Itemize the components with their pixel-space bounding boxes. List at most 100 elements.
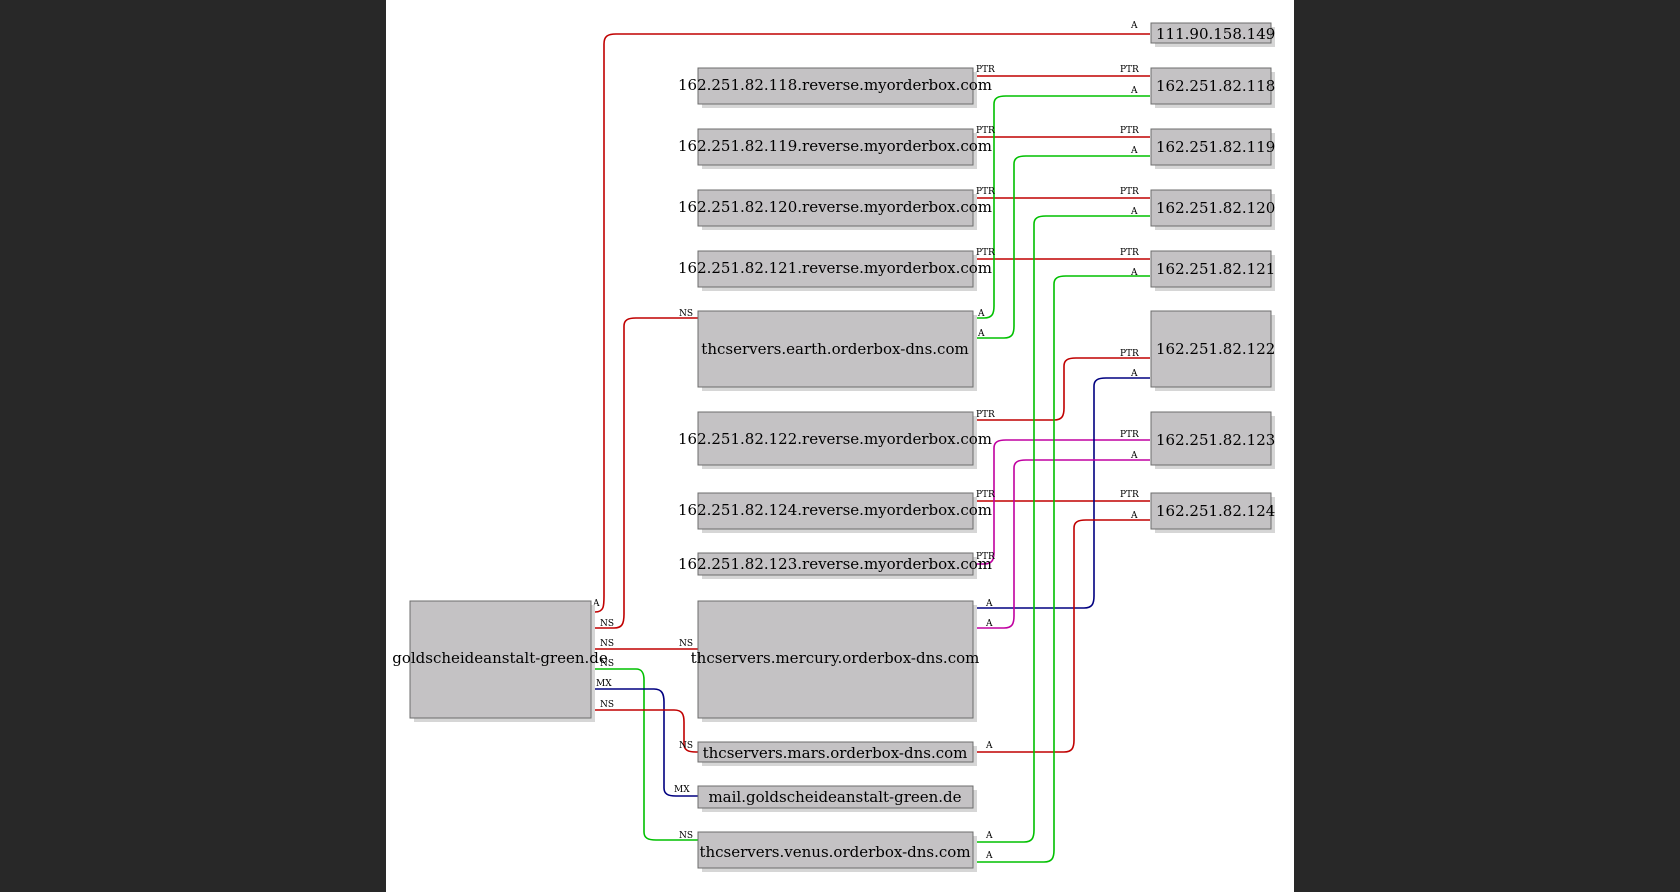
node-ip-123[interactable]: 162.251.82.123 <box>1150 411 1275 469</box>
label-a: A <box>985 851 993 861</box>
label-ptr: PTR <box>976 187 995 197</box>
node-label: 162.251.82.120 <box>1156 199 1275 217</box>
edge-earth-to-ip118 <box>974 95 1150 319</box>
label-a: A <box>977 329 985 339</box>
node-rev-119[interactable]: 162.251.82.119.reverse.myorderbox.com <box>678 128 992 169</box>
node-venus[interactable]: thcservers.venus.orderbox-dns.com <box>697 831 977 872</box>
label-a: A <box>1130 511 1138 521</box>
edge-rev122-ptr <box>974 357 1150 421</box>
edge-mercury-to-ip122 <box>974 377 1150 609</box>
node-label: 162.251.82.119.reverse.myorderbox.com <box>678 137 992 155</box>
label-ns: NS <box>600 619 614 629</box>
node-rev-123[interactable]: 162.251.82.123.reverse.myorderbox.com <box>678 552 992 579</box>
node-label: 162.251.82.123.reverse.myorderbox.com <box>678 555 992 573</box>
label-a: A <box>985 599 993 609</box>
label-a: A <box>985 831 993 841</box>
node-earth[interactable]: thcservers.earth.orderbox-dns.com <box>697 310 977 391</box>
label-a: A <box>592 599 600 609</box>
node-mail[interactable]: mail.goldscheideanstalt-green.de <box>697 785 977 812</box>
dns-graph: A PTR PTR A PTR PTR A PTR PTR A PTR PTR … <box>392 21 1275 872</box>
node-rev-122[interactable]: 162.251.82.122.reverse.myorderbox.com <box>678 411 992 469</box>
label-mx: MX <box>674 785 690 795</box>
label-a: A <box>985 741 993 751</box>
node-label: 162.251.82.118.reverse.myorderbox.com <box>678 76 992 94</box>
label-a: A <box>977 309 985 319</box>
label-mx: MX <box>596 679 612 689</box>
label-ns: NS <box>600 700 614 710</box>
label-ptr: PTR <box>1120 430 1139 440</box>
node-mars[interactable]: thcservers.mars.orderbox-dns.com <box>697 741 977 766</box>
label-a: A <box>985 619 993 629</box>
node-mercury[interactable]: thcservers.mercury.orderbox-dns.com <box>691 600 980 722</box>
node-ip-119[interactable]: 162.251.82.119 <box>1150 128 1275 169</box>
node-domain[interactable]: goldscheideanstalt-green.de <box>392 600 608 722</box>
node-ip-124[interactable]: 162.251.82.124 <box>1150 492 1275 533</box>
node-label: thcservers.earth.orderbox-dns.com <box>701 340 968 358</box>
label-ptr: PTR <box>1120 490 1139 500</box>
node-ip-120[interactable]: 162.251.82.120 <box>1150 189 1275 230</box>
label-ns: NS <box>600 639 614 649</box>
label-a: A <box>1130 268 1138 278</box>
label-ptr: PTR <box>976 126 995 136</box>
label-a: A <box>1130 369 1138 379</box>
node-label: goldscheideanstalt-green.de <box>392 649 608 667</box>
node-label: mail.goldscheideanstalt-green.de <box>708 788 961 806</box>
node-rev-120[interactable]: 162.251.82.120.reverse.myorderbox.com <box>678 189 992 230</box>
node-label: 162.251.82.124 <box>1156 502 1275 520</box>
node-ip-111[interactable]: 111.90.158.149 <box>1150 22 1275 47</box>
edge-earth-to-ip119 <box>974 155 1150 339</box>
node-rev-121[interactable]: 162.251.82.121.reverse.myorderbox.com <box>678 250 992 291</box>
node-label: 162.251.82.122 <box>1156 340 1275 358</box>
node-label: thcservers.mars.orderbox-dns.com <box>703 744 968 762</box>
label-ptr: PTR <box>1120 65 1139 75</box>
node-label: 162.251.82.118 <box>1156 77 1275 95</box>
node-label: thcservers.venus.orderbox-dns.com <box>699 843 970 861</box>
edge-domain-to-mail <box>595 688 698 797</box>
label-a: A <box>1130 451 1138 461</box>
node-rev-124[interactable]: 162.251.82.124.reverse.myorderbox.com <box>678 492 992 533</box>
edge-mars-to-ip124 <box>974 519 1150 753</box>
label-ptr: PTR <box>976 490 995 500</box>
label-ptr: PTR <box>976 552 995 562</box>
node-label: 162.251.82.120.reverse.myorderbox.com <box>678 198 992 216</box>
label-ns: NS <box>679 831 693 841</box>
node-rev-118[interactable]: 162.251.82.118.reverse.myorderbox.com <box>678 67 992 108</box>
edge-venus-to-ip120 <box>974 215 1150 843</box>
label-ptr: PTR <box>976 248 995 258</box>
node-label: 162.251.82.122.reverse.myorderbox.com <box>678 430 992 448</box>
node-ip-118[interactable]: 162.251.82.118 <box>1150 67 1275 108</box>
edge-domain-to-earth <box>595 317 698 629</box>
label-ptr: PTR <box>1120 349 1139 359</box>
label-a: A <box>1130 86 1138 96</box>
label-a: A <box>1130 146 1138 156</box>
node-label: 162.251.82.121 <box>1156 260 1275 278</box>
edge-domain-to-venus <box>595 668 698 841</box>
label-ptr: PTR <box>1120 248 1139 258</box>
node-ip-121[interactable]: 162.251.82.121 <box>1150 250 1275 291</box>
node-label: 162.251.82.123 <box>1156 431 1275 449</box>
edge-labels: A PTR PTR A PTR PTR A PTR PTR A PTR PTR … <box>592 21 1139 861</box>
edge-mercury-to-ip123 <box>974 459 1150 629</box>
label-ptr: PTR <box>976 65 995 75</box>
label-ptr: PTR <box>1120 187 1139 197</box>
node-label: thcservers.mercury.orderbox-dns.com <box>691 649 980 667</box>
node-ip-122[interactable]: 162.251.82.122 <box>1150 310 1275 391</box>
label-ptr: PTR <box>976 410 995 420</box>
edge-domain-to-ip111 <box>594 33 1150 613</box>
diagram-canvas: A PTR PTR A PTR PTR A PTR PTR A PTR PTR … <box>386 0 1294 892</box>
label-ns: NS <box>600 659 614 669</box>
node-label: 162.251.82.124.reverse.myorderbox.com <box>678 501 992 519</box>
edge-domain-to-mars <box>595 709 698 753</box>
nodes: 111.90.158.149 162.251.82.118 162.251.82… <box>392 22 1275 872</box>
label-ns: NS <box>679 639 693 649</box>
label-a: A <box>1130 207 1138 217</box>
label-ns: NS <box>679 309 693 319</box>
label-ptr: PTR <box>1120 126 1139 136</box>
label-a: A <box>1130 21 1138 31</box>
edges <box>594 33 1150 863</box>
label-ns: NS <box>679 741 693 751</box>
node-label: 162.251.82.119 <box>1156 138 1275 156</box>
node-label: 162.251.82.121.reverse.myorderbox.com <box>678 259 992 277</box>
node-label: 111.90.158.149 <box>1156 25 1275 43</box>
edge-venus-to-ip121 <box>974 275 1150 863</box>
